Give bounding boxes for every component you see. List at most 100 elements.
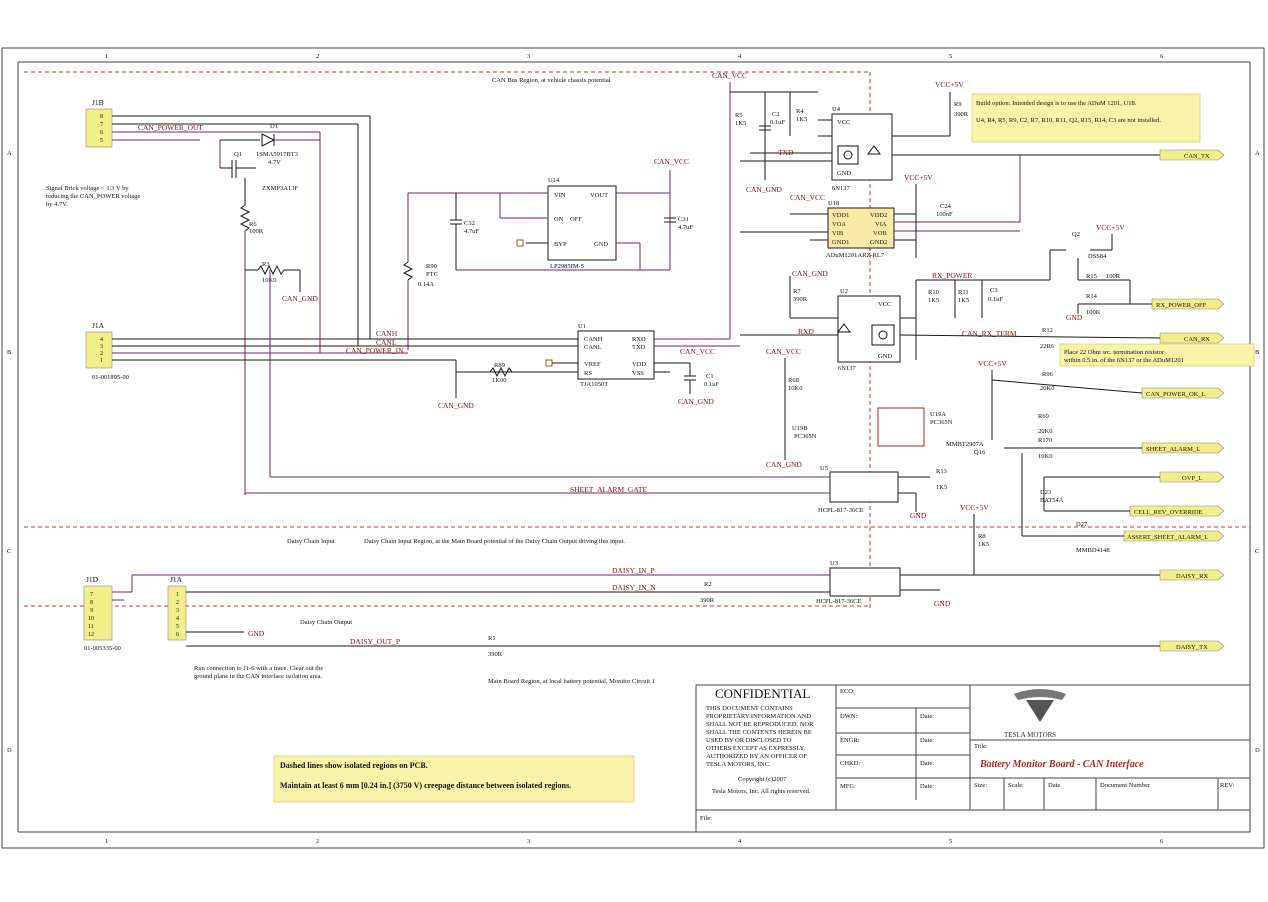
pin-label: RXD [632, 336, 646, 343]
col-label: 5 [949, 53, 952, 60]
svg-text:5: 5 [100, 138, 103, 144]
net-can-gnd-6: CAN_GND [766, 460, 802, 469]
note-line: Dashed lines show isolated regions on PC… [280, 761, 428, 770]
pin-label: RS [584, 370, 592, 377]
resistor-r14: R14 100K [1077, 293, 1160, 316]
phototransistor-u19a: U19A PC365N [877, 407, 953, 447]
value-label: 10K0 [788, 385, 802, 392]
net-canh: CANH [376, 329, 398, 338]
net-can-vcc-3: CAN_VCC [712, 71, 747, 80]
optocoupler-u5: U5 HCPL-817-36CE [245, 270, 930, 514]
resistor-r96: R96 20K0 [1040, 371, 1054, 392]
row-label: B [1255, 349, 1260, 356]
net-can-vcc: CAN_VCC [654, 157, 689, 166]
connector-j1a: J1A 43 21 01-001895-00 [85, 116, 556, 381]
svg-text:2: 2 [100, 351, 103, 357]
transistor-q16: MMBT2907A Q16 [946, 441, 986, 456]
ref-label: R5 [735, 112, 743, 119]
pin-label: VREF [584, 361, 601, 368]
led-u19b: U19B PC365N [792, 425, 817, 440]
chkd-field: CHKD: [840, 760, 860, 767]
resistor-r2: R2 390R [700, 581, 715, 604]
pin-label: VIB [832, 230, 844, 237]
value-label: TJA1050T [580, 381, 608, 388]
diode-d1: D1 1SMA5917BT3 4.7V [220, 123, 320, 166]
note-line: U4, R4, R5, R9, C2, R7, R10, R11, Q2, R1… [976, 117, 1161, 124]
value-label: 1K5 [928, 297, 939, 304]
connector-body [167, 585, 187, 641]
ref-label: J1D [86, 575, 99, 584]
resistor-r68: R68 10K0 [784, 358, 802, 460]
resistor-r69: R69 20K0 [1038, 413, 1052, 435]
net-vcc5-4: VCC+5V [978, 359, 1007, 368]
port-rx-power-off: RX_POWER_OFF [1151, 298, 1225, 310]
value-label: 390R [793, 296, 808, 303]
port-assert-sheet: ASSERT_SHEET_ALARM_L [1123, 530, 1225, 542]
conf-line: PROPRIETARY INFORMATION AND [706, 713, 811, 720]
resistor-r5: R5 1K5 [735, 112, 746, 127]
net-rx-power: RX_POWER [932, 271, 972, 280]
value-label: 20K0 [1038, 428, 1052, 435]
row-label: A [7, 150, 12, 157]
value-label: 4.7uF [464, 228, 479, 235]
svg-text:12: 12 [88, 632, 94, 638]
port-daisy-tx: DAISY_TX [1159, 640, 1225, 652]
net-can-rx-term: CAN_RX_TERM [962, 329, 1017, 338]
value-label: 1K5 [958, 297, 969, 304]
row-label: C [1255, 548, 1259, 555]
pin-label: CANL [584, 344, 602, 351]
scale-field: Scale: [1008, 782, 1024, 789]
port-label: SHEET_ALARM_L [1146, 446, 1200, 453]
value-label: PTC [426, 271, 438, 278]
sheet-border [1, 47, 1265, 849]
net-gnd-3: GND [248, 629, 265, 638]
net-daisy-out-p: DAISY_OUT_P [350, 637, 400, 646]
net-daisy-in-p: DAISY_IN_P [612, 566, 655, 575]
port-label: CELL_REV_OVERRIDE [1134, 509, 1203, 516]
part-number: 01-001895-00 [92, 374, 129, 381]
note-line: reducing the CAN_POWER voltage [46, 193, 141, 200]
resistor-r12: R12 22R6 [1040, 327, 1055, 350]
ref-label: D1 [270, 123, 278, 130]
drawing-title: Battery Monitor Board - CAN Interface [979, 759, 1144, 770]
note-line: Build option: Intended design is to use … [976, 100, 1137, 107]
note-line: by 4.7V. [46, 201, 68, 208]
ref-label: R11 [958, 289, 969, 296]
net-gnd: GND [1066, 313, 1083, 322]
value-label: 100R [1106, 273, 1121, 280]
note-line: Place 22 Ohm src. termination resistor [1064, 349, 1165, 356]
row-label: A [1255, 150, 1260, 157]
resistor-r9: R9 390R [949, 92, 969, 136]
optocoupler-u2: U2 6N137 VCC GND [740, 280, 1161, 372]
port-label: CAN_TX [1184, 153, 1210, 160]
value-label: HCPL-817-36CE [818, 507, 864, 514]
ref-label: U3 [830, 560, 838, 567]
net-can-vcc-5: CAN_VCC [766, 347, 801, 356]
ref-label: R4 [796, 108, 804, 115]
ref-label: R90 [426, 263, 437, 270]
net-can-power-in: CAN_POWER_IN [346, 346, 404, 355]
ref-label: C31 [678, 216, 689, 223]
col-label: 3 [527, 838, 530, 845]
optocoupler-u3: U3 HCPL-817-36CE [816, 560, 1160, 605]
ref-label: R68 [788, 377, 799, 384]
svg-text:8: 8 [90, 600, 93, 606]
pin-label: ON [554, 216, 564, 223]
net-gnd-2: GND [910, 511, 927, 520]
port-label: OVP_L [1182, 475, 1202, 482]
ref-label: R2 [704, 581, 712, 588]
ref-label: R14 [1086, 293, 1098, 300]
date-field: Date [1048, 782, 1060, 789]
value-label: HCPL-817-36CE [816, 598, 862, 605]
svg-text:6: 6 [176, 632, 179, 638]
region-daisy-input-short: Daisy Chain Input [287, 538, 335, 545]
pin-label: VIA [875, 221, 887, 228]
ref-label: J1A [92, 321, 105, 330]
ref-label: R3 [262, 261, 270, 268]
value-label: PC365N [794, 433, 817, 440]
svg-text:1: 1 [100, 358, 103, 364]
pin-label: VOB [873, 230, 887, 237]
value-label: 6N137 [832, 185, 850, 192]
note-line: ground plane in the CAN interface isolat… [194, 673, 323, 680]
